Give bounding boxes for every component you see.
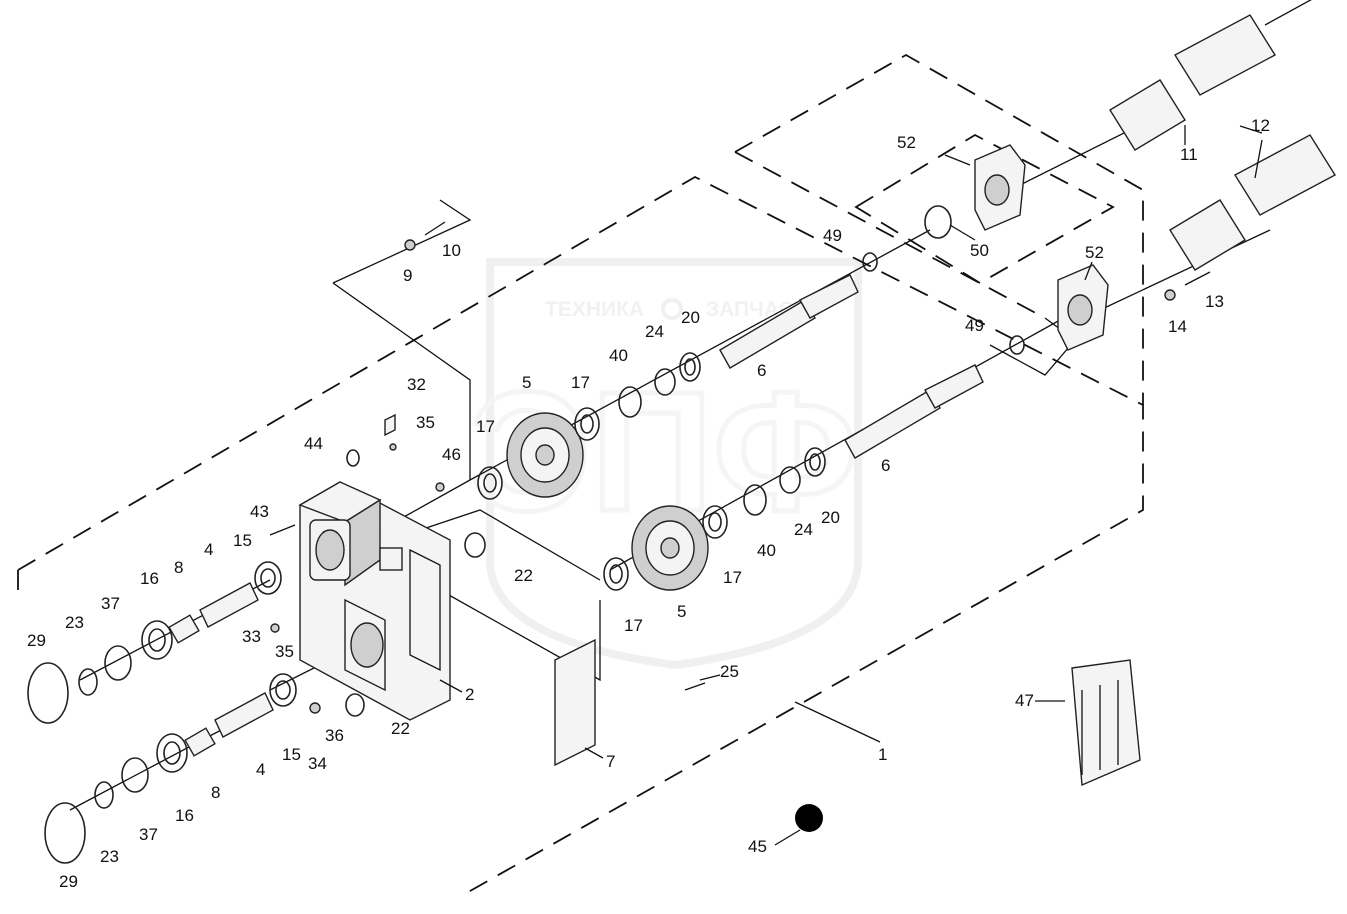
callout-5-lower: 5 <box>677 602 686 621</box>
callout-24-lower: 24 <box>794 520 813 539</box>
callout-49-upper: 49 <box>823 226 842 245</box>
callout-20-upper: 20 <box>681 308 700 327</box>
shafts <box>168 274 984 757</box>
callout-46: 46 <box>442 445 461 464</box>
callout-15-upper: 15 <box>233 531 252 550</box>
callout-29-upper: 29 <box>27 631 46 650</box>
fasteners <box>269 221 1211 714</box>
driveshafts <box>1109 0 1336 271</box>
callout-37-lower: 37 <box>139 825 158 844</box>
callout-1: 1 <box>878 745 887 764</box>
callout-29-lower: 29 <box>59 872 78 891</box>
callout-14: 14 <box>1168 317 1187 336</box>
callout-17-d: 17 <box>624 616 643 635</box>
callout-labels: 1 2 4 4 5 5 6 6 7 8 8 9 10 11 12 13 14 1… <box>27 116 1270 891</box>
callout-35-upper: 35 <box>416 413 435 432</box>
callout-16-upper: 16 <box>140 569 159 588</box>
callout-36: 36 <box>325 726 344 745</box>
callout-6-lower: 6 <box>881 456 890 475</box>
callout-4-upper: 4 <box>204 540 213 559</box>
callout-6-upper: 6 <box>757 361 766 380</box>
callout-40-upper: 40 <box>609 346 628 365</box>
gear-lower <box>631 505 709 591</box>
callout-17-a: 17 <box>476 417 495 436</box>
callout-13: 13 <box>1205 292 1224 311</box>
callout-10: 10 <box>442 241 461 260</box>
flanges <box>974 144 1109 351</box>
callout-37-upper: 37 <box>101 594 120 613</box>
callout-16-lower: 16 <box>175 806 194 825</box>
callout-7: 7 <box>606 752 615 771</box>
callout-22-lower: 22 <box>391 719 410 738</box>
callout-50: 50 <box>970 241 989 260</box>
callout-40-lower: 40 <box>757 541 776 560</box>
callout-5-upper: 5 <box>522 373 531 392</box>
watermark-text-left: ТЕХНИКА <box>545 298 644 321</box>
callout-49-lower: 49 <box>965 316 984 335</box>
callout-24-upper: 24 <box>645 322 664 341</box>
callout-8-lower: 8 <box>211 783 220 802</box>
callout-34: 34 <box>308 754 327 773</box>
cover-plate <box>554 638 596 767</box>
callout-12: 12 <box>1251 116 1270 135</box>
oil-canister <box>1071 659 1141 787</box>
callout-25: 25 <box>720 662 739 681</box>
gearbox-housing <box>298 481 451 721</box>
sealant-dot <box>795 804 823 832</box>
callout-2: 2 <box>465 685 474 704</box>
callout-17-c: 17 <box>723 568 742 587</box>
leader-lines <box>439 125 1263 846</box>
callout-15-lower: 15 <box>282 745 301 764</box>
callout-43: 43 <box>250 502 269 521</box>
callout-8-upper: 8 <box>174 558 183 577</box>
callout-9: 9 <box>403 266 412 285</box>
callout-22-upper: 22 <box>514 566 533 585</box>
callout-20-lower: 20 <box>821 508 840 527</box>
callout-4-lower: 4 <box>256 760 265 779</box>
gear-upper <box>506 412 584 498</box>
callout-45: 45 <box>748 837 767 856</box>
upper-kit-boundary <box>734 53 1144 405</box>
callout-35-lower: 35 <box>275 642 294 661</box>
callout-52-upper: 52 <box>897 133 916 152</box>
callout-23-lower: 23 <box>100 847 119 866</box>
callout-32: 32 <box>407 375 426 394</box>
callout-44: 44 <box>304 434 323 453</box>
callout-11: 11 <box>1180 145 1198 164</box>
callout-47: 47 <box>1015 691 1034 710</box>
bearing-kit-boundary <box>854 133 1115 285</box>
callout-23-upper: 23 <box>65 613 84 632</box>
callout-33: 33 <box>242 627 261 646</box>
callout-52-lower: 52 <box>1085 243 1104 262</box>
callout-17-b: 17 <box>571 373 590 392</box>
bearings <box>27 205 1025 864</box>
